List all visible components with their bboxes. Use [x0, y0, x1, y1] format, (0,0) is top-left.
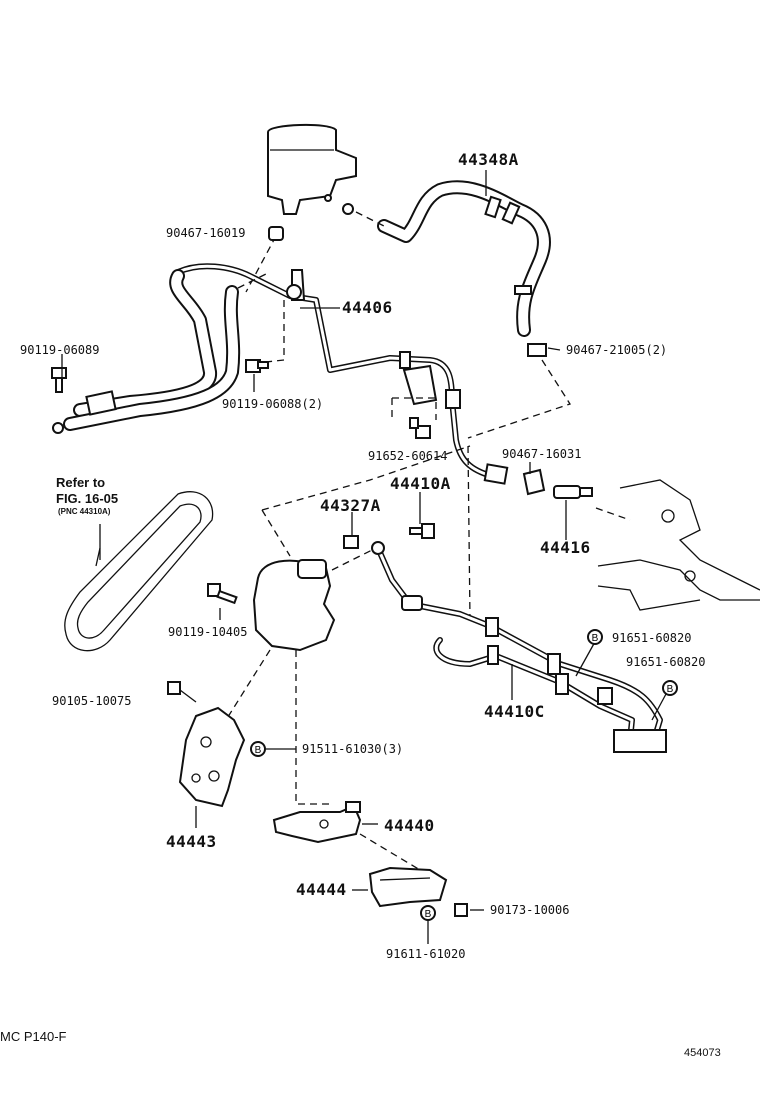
- bolt-06088-icon: [245, 359, 269, 373]
- bolt-marker-b-3: B: [250, 741, 266, 757]
- label-44406: 44406: [342, 298, 393, 317]
- clip-21005-icon: [527, 343, 547, 357]
- bolt-marker-b-4: B: [420, 905, 436, 921]
- bolt-60614-icon: [409, 417, 431, 439]
- power-steering-pump: [252, 559, 336, 652]
- label-44416: 44416: [540, 538, 591, 557]
- label-91511-61030: 91511-61030(3): [302, 742, 404, 756]
- label-91611-61020: 91611-61020: [386, 947, 466, 961]
- bolt-10075-icon: [167, 681, 197, 703]
- svg-text:B: B: [255, 745, 262, 756]
- belt-reference-line3: (PNC 44310A): [58, 507, 111, 516]
- svg-text:B: B: [667, 684, 674, 695]
- label-44348a: 44348A: [458, 150, 519, 169]
- label-90119-06088: 90119-06088(2): [222, 397, 324, 411]
- label-91651-60820-b: 91651-60820: [626, 655, 706, 669]
- label-91651-60820-a: 91651-60820: [612, 631, 692, 645]
- drive-belt: [64, 491, 214, 652]
- svg-text:B: B: [592, 633, 599, 644]
- bolt-marker-b-1: B: [587, 629, 603, 645]
- reservoir-hose: [377, 180, 551, 337]
- label-44327a: 44327A: [320, 496, 381, 515]
- figure-number: 454073: [684, 1047, 721, 1059]
- label-91652-60614: 91652-60614: [368, 449, 448, 463]
- label-44444: 44444: [296, 880, 347, 899]
- nut-10006-icon: [454, 903, 468, 917]
- gasket-44327a-icon: [343, 535, 359, 549]
- svg-text:B: B: [425, 909, 432, 920]
- reservoir-tank: [267, 123, 357, 215]
- clip-16019-icon: [268, 226, 284, 241]
- union-44416-icon: [553, 485, 593, 499]
- label-90467-21005: 90467-21005(2): [566, 343, 668, 357]
- label-44410c: 44410C: [484, 702, 545, 721]
- label-44443: 44443: [166, 832, 217, 851]
- label-90119-06089: 90119-06089: [20, 343, 100, 357]
- label-44440: 44440: [384, 816, 435, 835]
- label-90105-10075: 90105-10075: [52, 694, 132, 708]
- label-90467-16031: 90467-16031: [502, 447, 582, 461]
- bolt-marker-b-2: B: [662, 680, 678, 696]
- label-90467-16019: 90467-16019: [166, 226, 246, 240]
- bracket-44440: [272, 801, 362, 844]
- return-tube: [52, 263, 509, 485]
- pressure-hose-assembly: [371, 541, 667, 753]
- bracket-44443: [178, 706, 246, 808]
- hose-clip-icon: [342, 203, 354, 215]
- steering-gear-housing: [597, 479, 760, 611]
- model-code: MC P140-F: [0, 1029, 67, 1044]
- label-44410a: 44410A: [390, 474, 451, 493]
- bolt-06089-icon: [51, 367, 67, 393]
- label-90173-10006: 90173-10006: [490, 903, 570, 917]
- bolt-10405-icon: [207, 583, 238, 605]
- plate-44444: [368, 866, 448, 908]
- belt-reference-line2: FIG. 16-05: [56, 491, 119, 506]
- label-90119-10405: 90119-10405: [168, 625, 248, 639]
- bolt-44410a-icon: [409, 523, 435, 539]
- clip-16031-icon: [522, 468, 546, 496]
- belt-reference-line1: Refer to: [56, 475, 106, 490]
